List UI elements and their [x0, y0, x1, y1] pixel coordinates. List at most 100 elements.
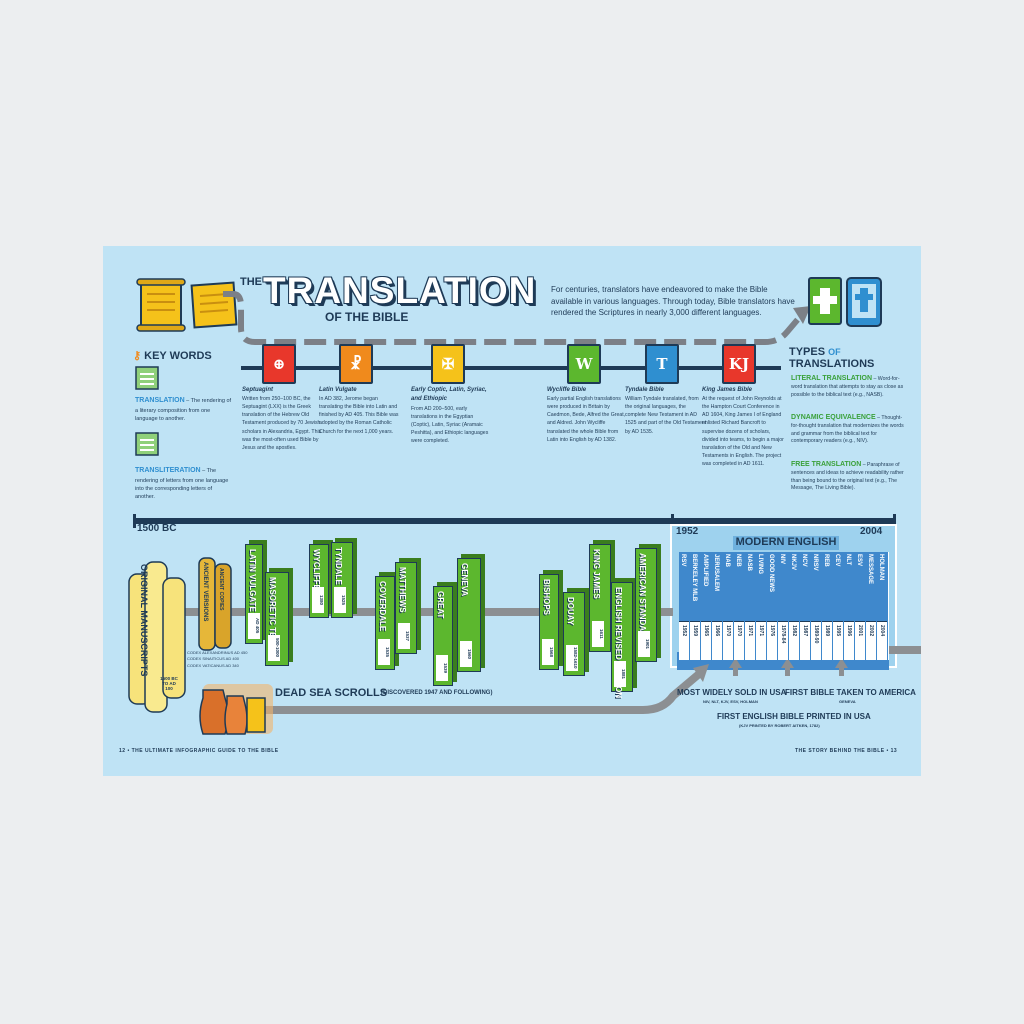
types-heading-of: OF: [828, 347, 841, 357]
modern-year: 1965: [703, 625, 709, 637]
modern-year-box: 1959: [690, 621, 700, 660]
version-date: 1525: [334, 587, 346, 613]
version-name: TYNDALE: [334, 547, 343, 585]
version-name: LATIN VULGATE: [248, 549, 257, 612]
modern-name: LIVING: [757, 554, 763, 575]
ancient-versions-label: ANCIENT VERSIONS: [202, 562, 208, 622]
folio-right: THE STORY BEHIND THE BIBLE • 13: [795, 748, 898, 754]
codices-list: CODEX ALEXANDRINUS AD 450 CODEX SINAITIC…: [187, 650, 247, 669]
modern-name: GOOD NEWS: [768, 554, 774, 593]
modern-year: 1971: [747, 625, 753, 637]
modern-year: 1970: [736, 625, 742, 637]
modern-year: 1978-84: [780, 625, 786, 644]
kw-translation: TRANSLATION – The rendering of a literar…: [135, 396, 233, 423]
modern-year-box: 1987: [800, 621, 810, 660]
modern-name: NLT: [845, 554, 851, 566]
version-name: DOUAY: [566, 597, 575, 626]
modern-name: HOLMAN: [878, 554, 884, 581]
modern-year-box: 1989-90: [811, 621, 821, 660]
version-book: GREAT 1539: [433, 586, 453, 686]
modern-year: 1971: [758, 625, 764, 637]
version-date: 1582-1610: [566, 645, 578, 671]
type-free: FREE TRANSLATION – Paraphrase of sentenc…: [791, 461, 909, 493]
timeline-start: 1500 BC: [137, 523, 177, 534]
modern-name: RSV: [680, 554, 686, 567]
modern-year: 2004: [879, 625, 885, 637]
modern-year-box: 2002: [866, 621, 876, 660]
modern-year-box: 1970: [734, 621, 744, 660]
event-book-icon: ✠: [431, 344, 465, 384]
version-date: 1881: [614, 661, 626, 687]
event-book-icon: T: [645, 344, 679, 384]
version-book: TYNDALE 1525: [331, 542, 353, 618]
type-dynamic: DYNAMIC EQUIVALENCE – Thought-for-though…: [791, 414, 909, 446]
event-title: Wycliffe Bible: [547, 387, 587, 393]
first-english-usa-note: (KJV PRINTED BY ROBERT AITKEN, 1782): [739, 723, 820, 728]
type-term-free: FREE TRANSLATION: [791, 461, 862, 468]
modern-year-box: 1996: [844, 621, 854, 660]
title-the: THE: [240, 276, 262, 288]
book-emblem-icon: ☧: [350, 355, 362, 373]
event-text: Written from 250–100 BC, the Septuagint …: [242, 396, 322, 451]
type-literal: LITERAL TRANSLATION – Word-for-word tran…: [791, 375, 909, 399]
event-title: Latin Vulgate: [319, 387, 357, 393]
modern-year: 2001: [857, 625, 863, 637]
modern-name: NCV: [801, 554, 807, 567]
types-heading-1: TYPES: [789, 346, 826, 358]
codex-vaticanus: CODEX VATICANUS AD 340: [187, 662, 239, 668]
version-name: GREAT: [436, 591, 445, 619]
event-text: From AD 200–500, early translations in t…: [411, 405, 489, 444]
version-date: 1537: [398, 623, 410, 649]
type-term-dynamic: DYNAMIC EQUIVALENCE: [791, 414, 876, 421]
version-name: ENGLISH REVISED VERSION: [614, 587, 623, 699]
modern-year-box: 1971: [756, 621, 766, 660]
modern-year-box: 1965: [701, 621, 711, 660]
modern-name: ESV: [856, 554, 862, 567]
codex-alexandrinus: CODEX ALEXANDRINUS AD 450: [187, 650, 248, 655]
most-sold-label: MOST WIDELY SOLD IN USA: [677, 688, 787, 697]
modern-name: AMPLIFIED: [702, 554, 708, 587]
modern-year-box: 1982: [789, 621, 799, 660]
book-emblem-icon: T: [656, 355, 668, 373]
folio-left: 12 • THE ULTIMATE INFOGRAPHIC GUIDE TO T…: [119, 748, 279, 754]
version-name: GENEVA: [460, 563, 469, 597]
event-book-icon: ⊕: [262, 344, 296, 384]
intro-text: For centuries, translators have endeavor…: [551, 285, 795, 318]
version-book: DOUAY 1582-1610: [563, 592, 585, 676]
modern-name: CEV: [834, 554, 840, 567]
modern-year: 1970: [725, 625, 731, 637]
book-emblem-icon: W: [575, 355, 593, 373]
version-date: 500-1000: [268, 635, 280, 661]
kw-term-transliteration: TRANSLITERATION: [135, 467, 201, 474]
key-words-title: KEY WORDS: [144, 350, 212, 362]
modern-year: 1966: [714, 625, 720, 637]
first-english-usa-label: FIRST ENGLISH BIBLE PRINTED IN USA: [717, 712, 871, 721]
type-desc-free: – Paraphrase of sentences and ideas to a…: [791, 462, 904, 492]
type-desc-literal: – Word-for-word translation that attempt…: [791, 376, 904, 398]
version-date: 1535: [378, 639, 390, 665]
version-date: 1539: [436, 655, 448, 681]
first-america-note: GENEVA: [839, 699, 856, 704]
book-and-tablet-icons: [808, 277, 882, 327]
version-date: 1380: [312, 587, 324, 613]
modern-year: 2002: [868, 625, 874, 637]
page-subtitle: OF THE BIBLE: [325, 310, 409, 324]
first-america-label: FIRST BIBLE TAKEN TO AMERICA: [785, 688, 916, 697]
modern-name: JERUSALEM: [713, 554, 719, 592]
modern-year-box: 1952: [679, 621, 689, 660]
modern-year-box: 2004: [877, 621, 887, 660]
modern-year-box: 1989: [822, 621, 832, 660]
codex-sinaiticus: CODEX SINAITICUS AD 400: [187, 656, 240, 662]
modern-year: 1959: [692, 625, 698, 637]
version-date: 1901: [638, 631, 650, 657]
